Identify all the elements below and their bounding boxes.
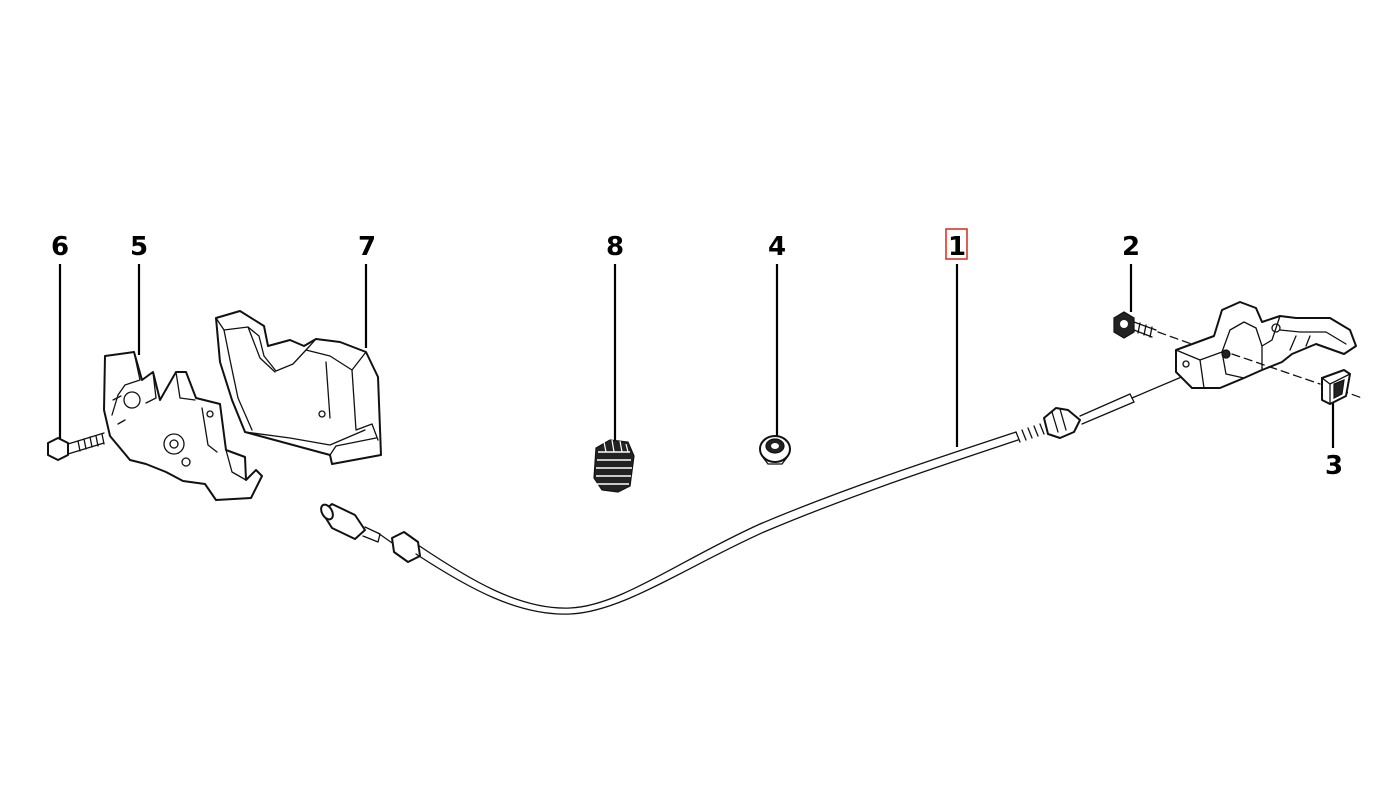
callout-1-highlight-box xyxy=(945,228,968,260)
lock-plate-part-5[interactable] xyxy=(103,351,263,501)
bushing-part-4[interactable] xyxy=(759,435,791,465)
screw-part-2[interactable] xyxy=(1113,311,1201,348)
callout-2[interactable]: 2 xyxy=(1122,232,1140,262)
callout-1[interactable]: 1 xyxy=(948,232,966,262)
callout-4[interactable]: 4 xyxy=(768,232,786,262)
bowden-cable-part-1[interactable] xyxy=(319,365,1204,615)
release-lever-assembly[interactable] xyxy=(1175,301,1363,399)
callout-3[interactable]: 3 xyxy=(1325,451,1343,481)
callout-6[interactable]: 6 xyxy=(51,232,69,262)
callout-5[interactable]: 5 xyxy=(130,232,148,262)
clip-nut-part-3[interactable] xyxy=(1321,369,1351,405)
bolt-part-6[interactable] xyxy=(47,432,105,461)
callout-8[interactable]: 8 xyxy=(606,232,624,262)
callout-7[interactable]: 7 xyxy=(358,232,376,262)
lock-cover-part-7[interactable] xyxy=(215,310,382,465)
grommet-part-8[interactable] xyxy=(593,439,635,493)
